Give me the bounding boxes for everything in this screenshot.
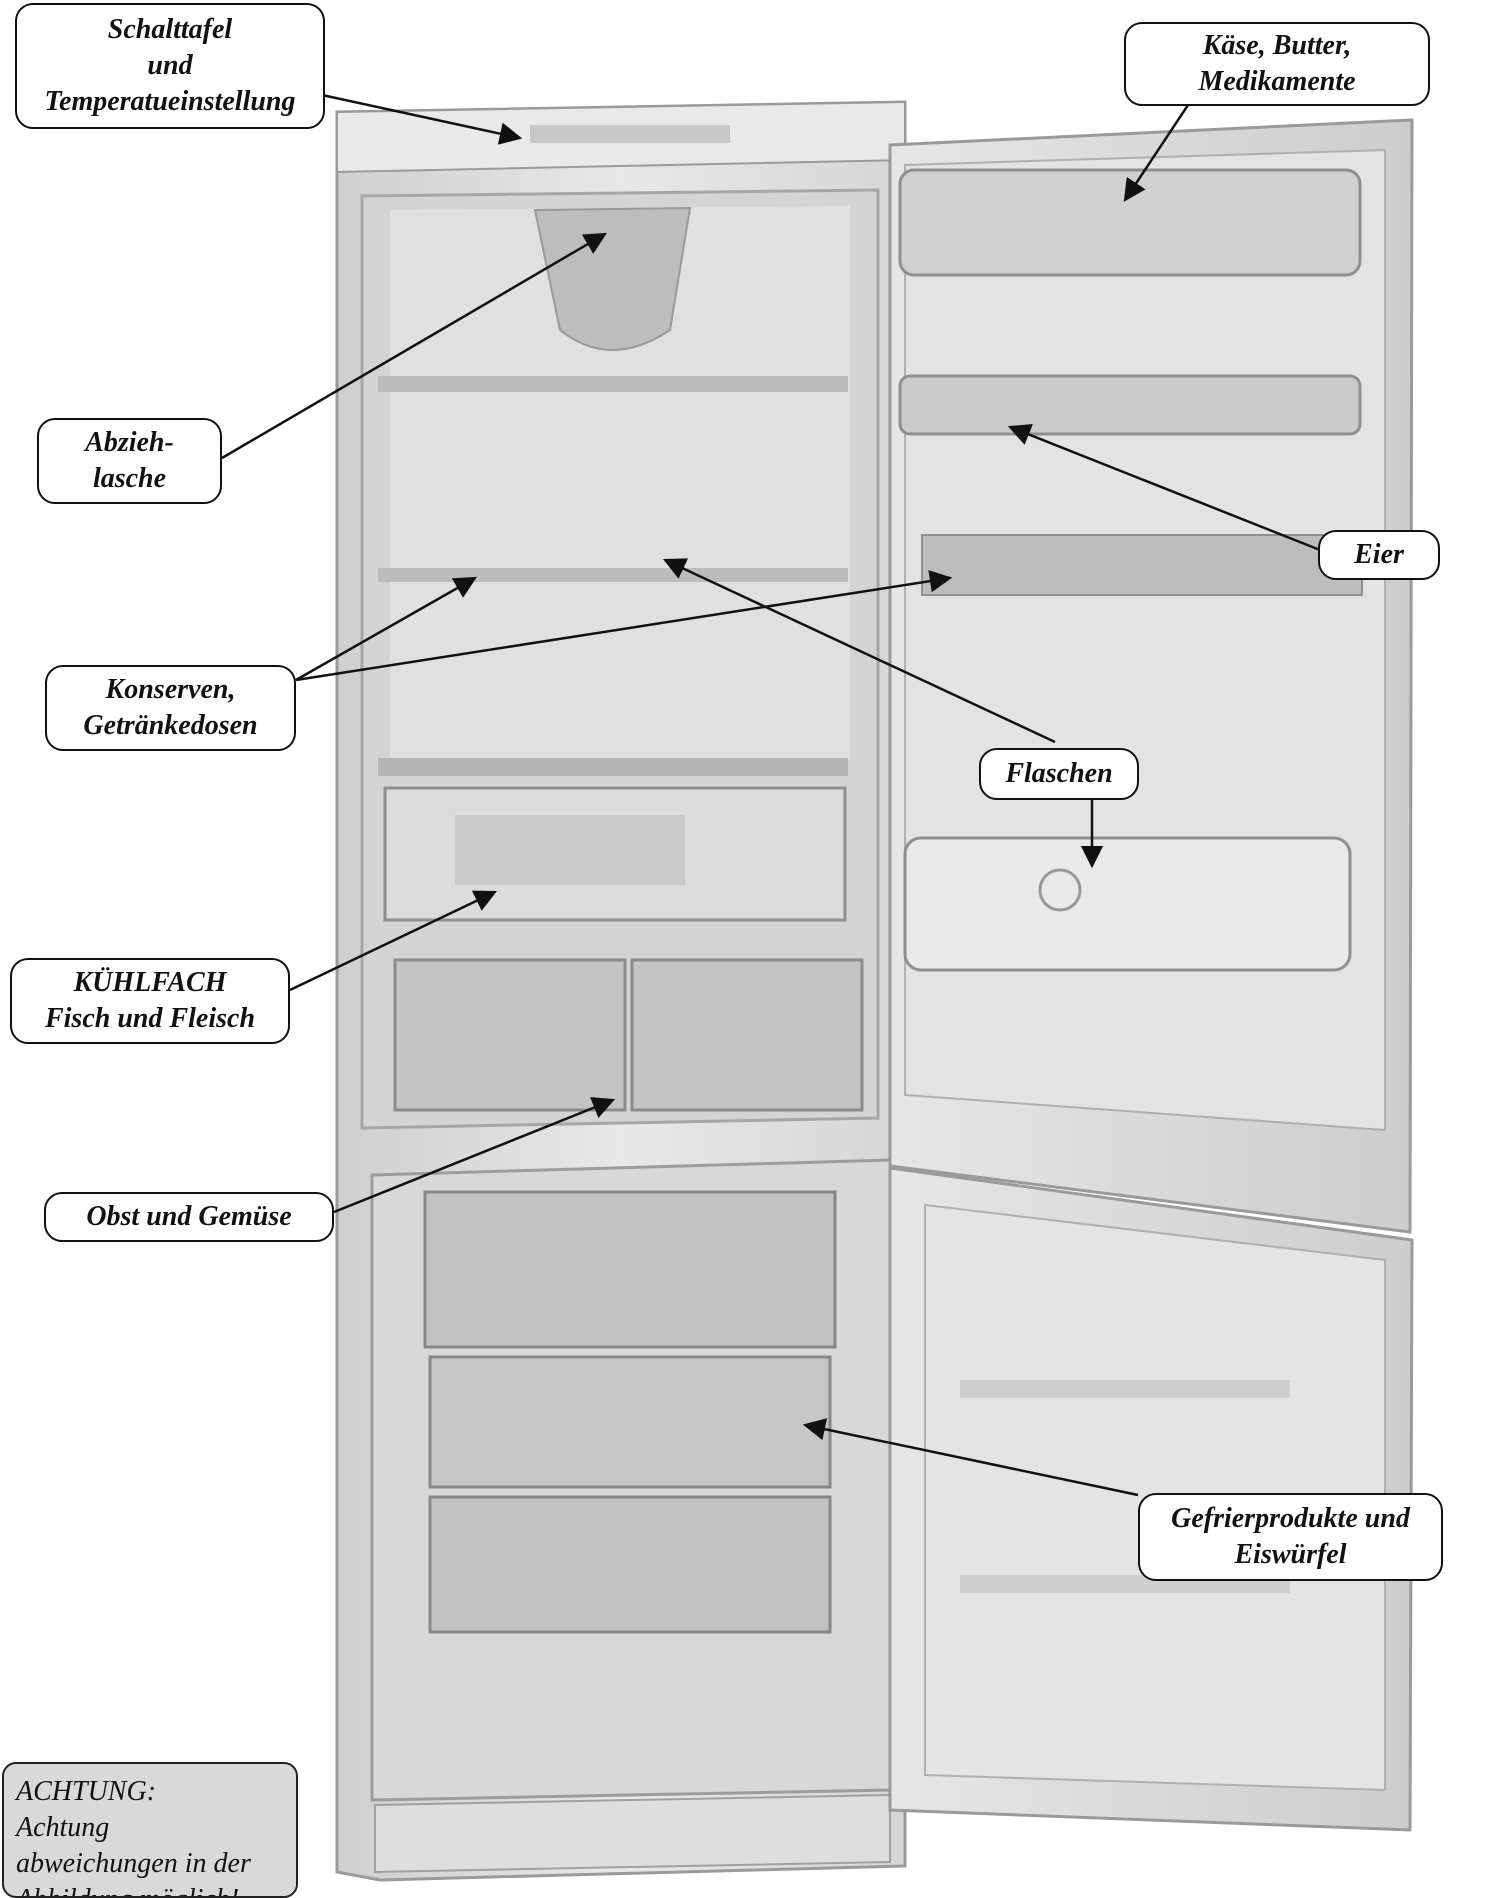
callout-text: Flaschen xyxy=(1005,758,1113,789)
callout-kuehlfach: KÜHLFACH Fisch und Fleisch xyxy=(10,958,290,1044)
leader-flaschen-shelf xyxy=(662,558,1056,744)
callout-text: Getränkedosen xyxy=(83,710,258,741)
leader-eier xyxy=(1007,424,1321,552)
callout-abzieh: Abzieh- lasche xyxy=(37,418,222,504)
callout-schalttafel: Schalttafel und Temperatueinstellung xyxy=(15,3,325,129)
leader-schalttafel xyxy=(321,93,523,145)
leader-konserven-door xyxy=(295,570,953,682)
leader-gefrier xyxy=(802,1418,1139,1497)
fridge-cabinet xyxy=(335,100,907,1882)
callout-text: Abzieh- xyxy=(85,427,174,458)
callout-text: Schalttafel xyxy=(107,14,233,45)
leader-lines xyxy=(221,93,1321,1497)
callout-text: KÜHLFACH xyxy=(73,967,227,998)
callout-text: Fisch und Fleisch xyxy=(44,1003,256,1034)
callout-eier: Eier xyxy=(1318,530,1440,580)
callout-kaese: Käse, Butter, Medikamente xyxy=(1124,22,1430,106)
warning-note-line: ACHTUNG: xyxy=(16,1776,157,1807)
warning-note-line: Achtung xyxy=(16,1812,110,1843)
warning-note-line: Abbildung möglich! xyxy=(16,1882,284,1896)
leader-abzieh xyxy=(221,232,607,460)
callout-gefrier: Gefrierprodukte und Eiswürfel xyxy=(1138,1493,1443,1581)
callout-obst: Obst und Gemüse xyxy=(44,1192,334,1242)
callout-text: Eiswürfel xyxy=(1234,1539,1347,1570)
callout-flaschen: Flaschen xyxy=(979,748,1139,800)
leader-kuehlfach xyxy=(289,890,498,992)
callout-text: Konserven, xyxy=(105,674,236,705)
warning-note-line: abweichungen in der xyxy=(16,1848,251,1879)
fridge-door xyxy=(888,118,1414,1234)
callout-konserven: Konserven, Getränkedosen xyxy=(45,665,296,751)
leader-konserven-shelf xyxy=(295,576,477,682)
callout-text: lasche xyxy=(92,463,167,494)
callout-text: Temperatueinstellung xyxy=(44,86,296,117)
leader-obst xyxy=(333,1097,616,1214)
callout-text: Gefrierprodukte und xyxy=(1171,1503,1410,1534)
callout-text: Medikamente xyxy=(1198,66,1356,97)
warning-note: ACHTUNG: Achtung abweichungen in der Abb… xyxy=(2,1762,298,1898)
callout-text: Eier xyxy=(1354,539,1404,570)
leader-kaese xyxy=(1123,101,1192,202)
callout-text: Käse, Butter, xyxy=(1202,30,1352,61)
callout-text: Obst und Gemüse xyxy=(86,1201,292,1232)
callout-text: und xyxy=(147,50,193,81)
